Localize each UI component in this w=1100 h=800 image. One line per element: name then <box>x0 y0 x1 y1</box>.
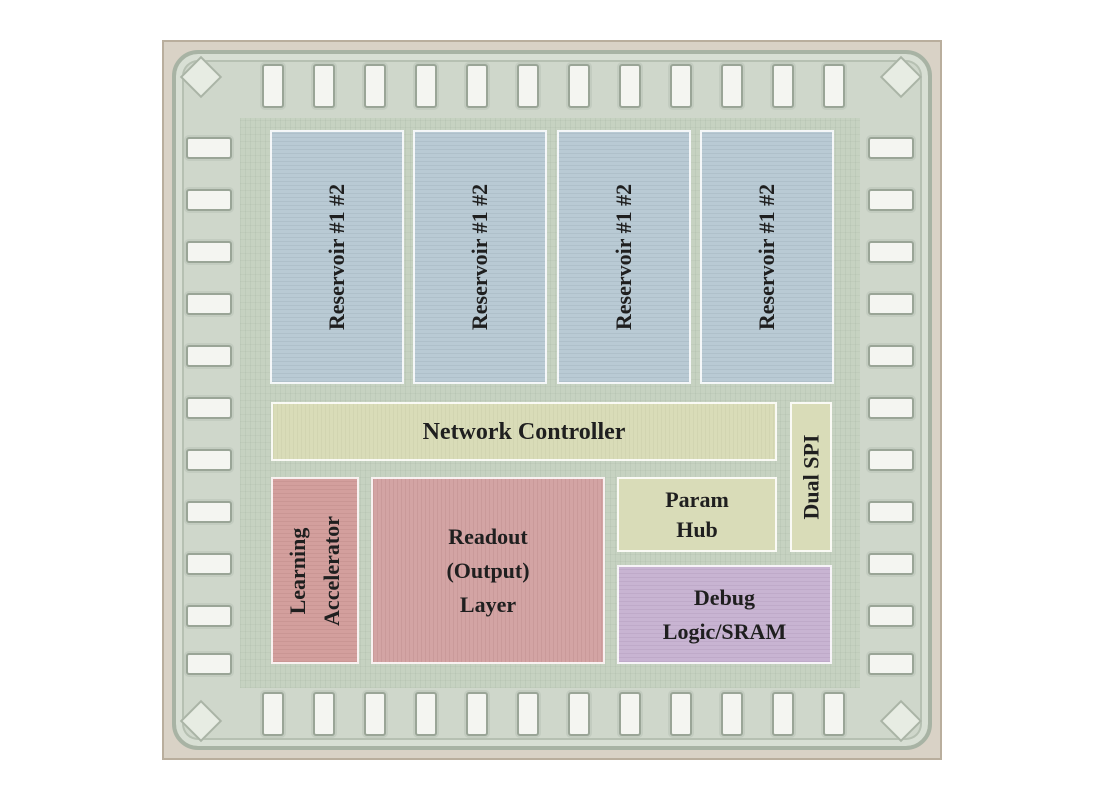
bond-pad-left <box>186 553 232 575</box>
bond-pad-top <box>823 64 845 108</box>
debug-label: Debug Logic/SRAM <box>663 581 786 649</box>
bond-pad-right <box>868 189 914 211</box>
bond-pad-top <box>721 64 743 108</box>
learning-accelerator-line-2: Accelerator <box>319 515 345 626</box>
bond-pad-bottom <box>670 692 692 736</box>
network-controller-label: Network Controller <box>422 418 626 445</box>
param-hub-line-2: Hub <box>676 516 718 542</box>
bond-pad-right <box>868 653 914 675</box>
bond-pad-top <box>313 64 335 108</box>
bond-pad-top <box>670 64 692 108</box>
readout-line-1: Readout <box>448 523 528 549</box>
bond-pad-left <box>186 241 232 263</box>
param-hub-label: Param Hub <box>665 485 729 545</box>
bond-pad-left <box>186 137 232 159</box>
learning-accelerator-line-1: Learning <box>285 527 311 614</box>
debug-logic-sram-block: Debug Logic/SRAM <box>617 565 832 664</box>
bond-pad-right <box>868 397 914 419</box>
bond-pad-left <box>186 189 232 211</box>
learning-accelerator-block: Learning Accelerator <box>271 477 359 664</box>
bond-pad-left <box>186 397 232 419</box>
bond-pad-right <box>868 553 914 575</box>
bond-pad-bottom <box>466 692 488 736</box>
bond-pad-left <box>186 653 232 675</box>
bond-pad-top <box>415 64 437 108</box>
bond-pad-right <box>868 293 914 315</box>
bond-pad-top <box>262 64 284 108</box>
param-hub-block: Param Hub <box>617 477 777 552</box>
reservoir-block-1: Reservoir #1 #2 <box>270 130 404 384</box>
readout-line-2: (Output) <box>446 557 530 583</box>
bond-pad-left <box>186 501 232 523</box>
reservoir-label: Reservoir #1 #2 <box>324 183 350 331</box>
bond-pad-left <box>186 449 232 471</box>
bond-pad-right <box>868 137 914 159</box>
bond-pad-bottom <box>313 692 335 736</box>
reservoir-label: Reservoir #1 #2 <box>611 183 637 331</box>
bond-pad-left <box>186 293 232 315</box>
bond-pad-bottom <box>619 692 641 736</box>
bond-pad-bottom <box>568 692 590 736</box>
readout-line-3: Layer <box>459 591 517 617</box>
bond-pad-top <box>568 64 590 108</box>
bond-pad-top <box>364 64 386 108</box>
bond-pad-right <box>868 241 914 263</box>
bond-pad-right <box>868 605 914 627</box>
bond-pad-bottom <box>517 692 539 736</box>
learning-accelerator-label: Learning Accelerator <box>281 516 349 626</box>
reservoir-block-3: Reservoir #1 #2 <box>557 130 691 384</box>
reservoir-block-4: Reservoir #1 #2 <box>700 130 834 384</box>
reservoir-label: Reservoir #1 #2 <box>467 183 493 331</box>
bond-pad-top <box>517 64 539 108</box>
debug-line-2: Logic/SRAM <box>662 618 787 644</box>
bond-pad-right <box>868 501 914 523</box>
readout-layer-block: Readout (Output) Layer <box>371 477 605 664</box>
reservoir-block-2: Reservoir #1 #2 <box>413 130 547 384</box>
debug-line-1: Debug <box>693 584 756 610</box>
bond-pad-top <box>772 64 794 108</box>
bond-pad-left <box>186 605 232 627</box>
param-hub-line-1: Param <box>665 486 729 512</box>
bond-pad-bottom <box>364 692 386 736</box>
bond-pad-left <box>186 345 232 367</box>
network-controller-block: Network Controller <box>271 402 777 461</box>
bond-pad-bottom <box>262 692 284 736</box>
bond-pad-top <box>619 64 641 108</box>
bond-pad-bottom <box>721 692 743 736</box>
bond-pad-right <box>868 449 914 471</box>
bond-pad-right <box>868 345 914 367</box>
dual-spi-block: Dual SPI <box>790 402 832 552</box>
bond-pad-bottom <box>415 692 437 736</box>
reservoir-label: Reservoir #1 #2 <box>754 183 780 331</box>
dual-spi-label: Dual SPI <box>798 434 824 520</box>
bond-pad-bottom <box>772 692 794 736</box>
bond-pad-bottom <box>823 692 845 736</box>
bond-pad-top <box>466 64 488 108</box>
readout-layer-label: Readout (Output) Layer <box>446 520 529 622</box>
